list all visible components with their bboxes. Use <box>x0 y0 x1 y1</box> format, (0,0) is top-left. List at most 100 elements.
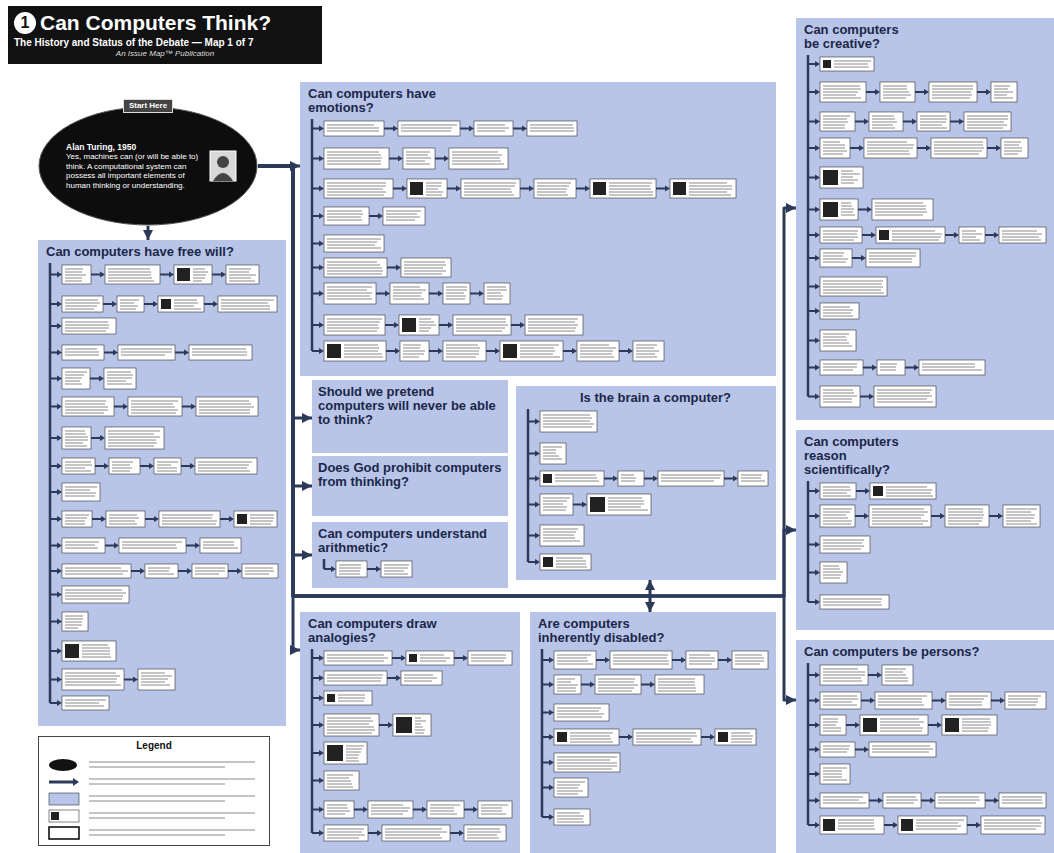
argument-box <box>820 112 855 131</box>
argument-box <box>324 148 389 169</box>
text-line <box>823 749 849 750</box>
sketch-arrow-line <box>312 809 320 811</box>
sketch-arrow-line <box>917 147 927 149</box>
argument-box <box>324 341 386 361</box>
text-line <box>823 310 853 311</box>
text-line <box>65 443 83 444</box>
text-line <box>121 355 165 356</box>
text-line <box>867 154 910 155</box>
sketch-arrow-line <box>850 147 860 149</box>
sketch-arrow-line <box>724 478 734 480</box>
text-line <box>122 542 182 543</box>
text-line <box>327 214 363 215</box>
text-line <box>598 685 638 686</box>
sketch-arrow-line <box>808 800 816 802</box>
text-line <box>384 565 409 566</box>
sketch-arrow-head <box>815 771 820 777</box>
text-line <box>823 316 853 317</box>
sketch-arrow-head <box>319 722 324 728</box>
argument-box <box>820 199 858 220</box>
argument-box <box>427 801 464 818</box>
sketch-arrow-line <box>312 780 320 782</box>
text-line <box>823 240 854 241</box>
text-line <box>872 515 924 516</box>
text-line <box>471 658 506 659</box>
text-line <box>823 696 857 697</box>
text-line <box>841 209 854 210</box>
text-line <box>841 215 855 216</box>
text-line <box>107 372 131 373</box>
argument-spine <box>311 119 314 351</box>
sketch-arrow-head <box>549 682 554 688</box>
argument-box <box>917 112 950 131</box>
text-line <box>65 407 108 408</box>
text-line <box>872 119 895 120</box>
text-line <box>338 701 364 702</box>
text-line <box>613 658 667 659</box>
text-line <box>872 116 894 117</box>
text-line <box>89 818 225 819</box>
text-line <box>537 186 569 187</box>
text-line <box>878 702 922 703</box>
text-line <box>65 375 84 376</box>
argument-box <box>820 249 852 267</box>
question-region: Can computers have free will? <box>38 240 286 726</box>
text-line <box>415 730 425 731</box>
text-line <box>886 487 927 488</box>
sketch-arrow-line <box>131 570 141 572</box>
argument-spine <box>49 263 52 703</box>
text-line <box>406 158 431 159</box>
text-line <box>174 309 201 310</box>
sketch-arrow-head <box>535 419 540 425</box>
sketch-arrow-head <box>815 570 820 576</box>
text-line <box>426 189 438 190</box>
turing-portrait <box>210 151 236 181</box>
argument-box <box>820 277 887 296</box>
text-line <box>555 478 597 479</box>
text-line <box>886 493 931 494</box>
argument-box <box>324 121 384 136</box>
text-line <box>530 125 573 126</box>
argument-picture <box>161 299 171 309</box>
argument-box <box>820 793 869 808</box>
text-line <box>107 375 133 376</box>
sketch-arrow-line <box>50 650 58 652</box>
text-line <box>464 192 512 193</box>
argument-box <box>484 283 510 304</box>
text-line <box>872 122 897 123</box>
text-line <box>327 287 372 288</box>
argument-box <box>715 729 756 745</box>
text-line <box>932 95 972 96</box>
argument-box <box>461 179 520 198</box>
sketch-arrow-line <box>50 621 58 623</box>
sketch-arrow-line <box>50 325 58 327</box>
text-line <box>841 174 860 175</box>
text-line <box>65 437 88 438</box>
text-line <box>598 679 635 680</box>
sketch-arrow-head <box>331 566 336 572</box>
argument-box <box>406 651 454 665</box>
sketch-arrow-line <box>604 478 614 480</box>
question-heading: Should we pretend computers will never b… <box>312 380 502 427</box>
text-line <box>823 797 863 798</box>
text-line <box>823 602 881 603</box>
text-line <box>385 832 447 833</box>
text-line <box>65 685 121 686</box>
text-line <box>556 564 586 565</box>
sketch-arrow-head <box>153 301 158 307</box>
sample-region <box>49 793 79 805</box>
text-line <box>922 367 975 368</box>
text-line <box>823 364 857 365</box>
text-line <box>344 354 382 355</box>
text-line <box>327 721 373 722</box>
text-line <box>841 171 853 172</box>
text-line <box>528 328 576 329</box>
text-line <box>327 192 386 193</box>
argument-box <box>554 729 619 745</box>
text-line <box>877 390 932 391</box>
text-line <box>1004 154 1018 155</box>
text-line <box>823 231 858 232</box>
text-line <box>467 838 499 839</box>
text-line <box>250 515 274 516</box>
text-line <box>883 92 909 93</box>
